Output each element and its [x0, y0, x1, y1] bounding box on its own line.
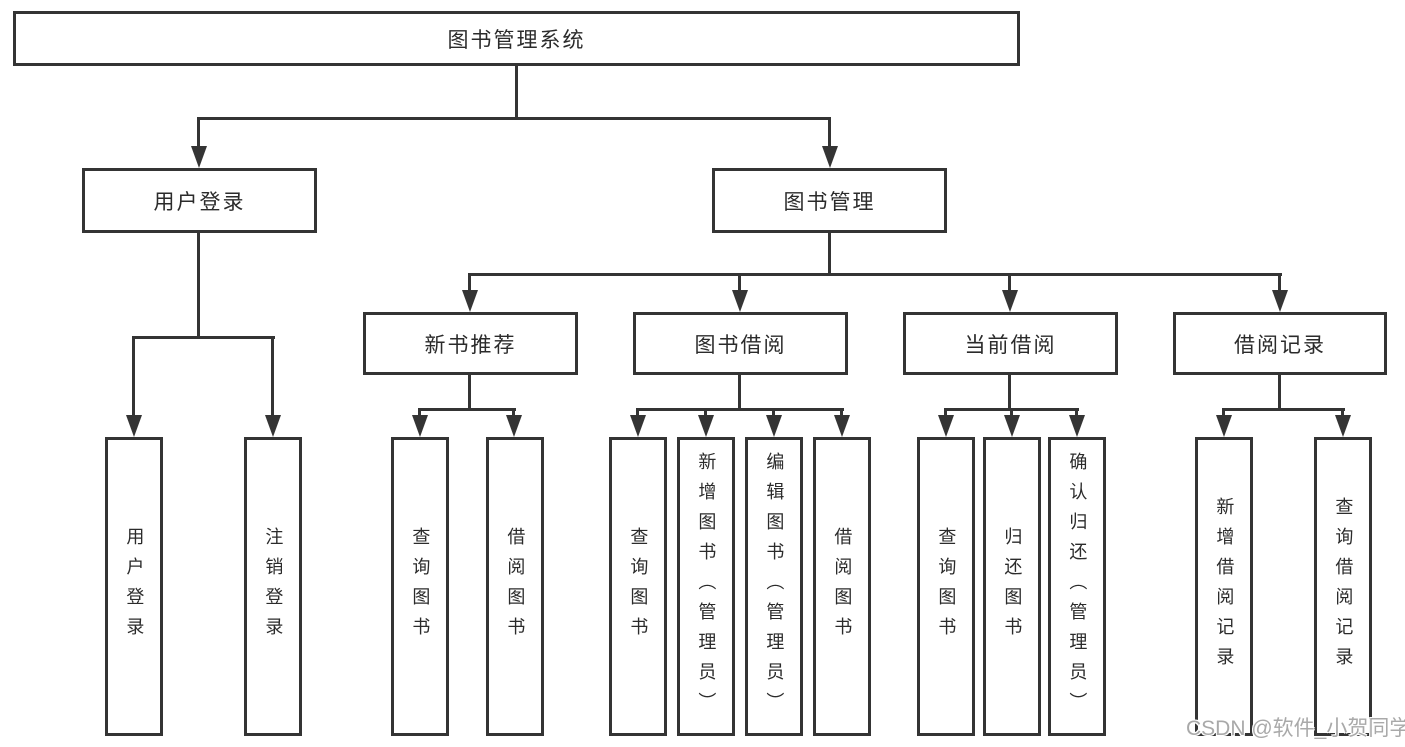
csdn-watermark: CSDN @软件_小贺同学: [1186, 717, 1405, 740]
arrow-to-leaf-newbook-query: [412, 415, 428, 437]
leaf-newbook-borrow-label: 借阅图书: [505, 526, 526, 647]
arrow-to-leaf-borrow-query: [630, 415, 646, 437]
arrow-to-leaf-current-return: [1004, 415, 1020, 437]
leaf-borrow-edit-admin: 编辑图书（管理员）: [745, 437, 803, 736]
node-book-borrow: 图书借阅: [633, 312, 848, 375]
connector-bookborrow-stem-1: [636, 408, 639, 417]
arrow-to-leaf-borrow-add: [698, 415, 714, 437]
arrow-to-book-borrow: [732, 290, 748, 312]
connector-bookmgmt-stem-4: [1278, 273, 1281, 291]
leaf-borrow-add-admin-label: 新增图书（管理员）: [696, 451, 717, 722]
arrow-to-leaf-logout: [265, 415, 281, 437]
node-user-login: 用户登录: [82, 168, 317, 233]
node-root-label: 图书管理系统: [447, 28, 586, 52]
connector-bookborrow-hline: [636, 408, 844, 411]
leaf-borrow-query: 查询图书: [609, 437, 667, 736]
leaf-newbook-borrow: 借阅图书: [486, 437, 544, 736]
node-current-borrow: 当前借阅: [903, 312, 1118, 375]
leaf-current-query: 查询图书: [917, 437, 975, 736]
node-new-book-recommend: 新书推荐: [363, 312, 578, 375]
connector-bookborrow-stem-3: [772, 408, 775, 417]
connector-bookborrow-stem-4: [840, 408, 843, 417]
node-book-management-label: 图书管理: [783, 190, 876, 214]
connector-bookmgmt-hline: [468, 273, 1282, 276]
connector-newbook-stem-1: [418, 408, 421, 417]
arrow-to-borrow-record: [1272, 290, 1288, 312]
connector-bookmgmt-stem-1: [468, 273, 471, 291]
arrow-to-book-management: [822, 146, 838, 168]
node-book-borrow-label: 图书借阅: [694, 333, 787, 357]
leaf-current-confirm-admin-label: 确认归还（管理员）: [1067, 451, 1088, 722]
arrow-to-leaf-current-query: [938, 415, 954, 437]
connector-newbook-vline: [468, 375, 471, 408]
leaf-current-query-label: 查询图书: [936, 526, 957, 647]
leaf-borrow-edit-admin-label: 编辑图书（管理员）: [764, 451, 785, 722]
leaf-record-add: 新增借阅记录: [1195, 437, 1253, 736]
arrow-to-leaf-borrow-edit: [766, 415, 782, 437]
leaf-current-return: 归还图书: [983, 437, 1041, 736]
leaf-borrow-borrow: 借阅图书: [813, 437, 871, 736]
connector-root-right-stem: [828, 117, 831, 148]
connector-currentborrow-stem-2: [1010, 408, 1013, 417]
leaf-borrow-add-admin: 新增图书（管理员）: [677, 437, 735, 736]
connector-newbook-hline: [418, 408, 516, 411]
node-user-login-label: 用户登录: [153, 190, 246, 214]
connector-userlogin-vline: [197, 233, 200, 336]
leaf-user-login: 用户登录: [105, 437, 163, 736]
leaf-user-login-label: 用户登录: [124, 526, 145, 647]
connector-userlogin-right-stem: [271, 336, 274, 417]
connector-root-hline: [197, 117, 831, 120]
node-new-book-recommend-label: 新书推荐: [424, 333, 517, 357]
arrow-to-leaf-record-query: [1335, 415, 1351, 437]
arrow-to-current-borrow: [1002, 290, 1018, 312]
leaf-borrow-borrow-label: 借阅图书: [832, 526, 853, 647]
leaf-newbook-query: 查询图书: [391, 437, 449, 736]
connector-borrowrecord-hline: [1222, 408, 1345, 411]
connector-currentborrow-vline: [1008, 375, 1011, 408]
connector-userlogin-hline: [132, 336, 275, 339]
node-book-management: 图书管理: [712, 168, 947, 233]
node-borrow-record: 借阅记录: [1173, 312, 1387, 375]
arrow-to-user-login: [191, 146, 207, 168]
connector-currentborrow-stem-3: [1075, 408, 1078, 417]
arrow-to-leaf-borrow-borrow: [834, 415, 850, 437]
connector-bookborrow-vline: [738, 375, 741, 408]
leaf-newbook-query-label: 查询图书: [410, 526, 431, 647]
connector-borrowrecord-stem-2: [1341, 408, 1344, 417]
node-current-borrow-label: 当前借阅: [964, 333, 1057, 357]
connector-newbook-stem-2: [512, 408, 515, 417]
connector-userlogin-left-stem: [132, 336, 135, 417]
leaf-record-query-label: 查询借阅记录: [1333, 496, 1354, 677]
leaf-logout: 注销登录: [244, 437, 302, 736]
leaf-current-return-label: 归还图书: [1002, 526, 1023, 647]
leaf-borrow-query-label: 查询图书: [628, 526, 649, 647]
connector-currentborrow-stem-1: [944, 408, 947, 417]
arrow-to-leaf-newbook-borrow: [506, 415, 522, 437]
leaf-current-confirm-admin: 确认归还（管理员）: [1048, 437, 1106, 736]
leaf-record-add-label: 新增借阅记录: [1214, 496, 1235, 677]
connector-bookmgmt-stem-2: [738, 273, 741, 291]
leaf-logout-label: 注销登录: [263, 526, 284, 647]
arrow-to-leaf-current-confirm: [1069, 415, 1085, 437]
arrow-to-leaf-record-add: [1216, 415, 1232, 437]
arrow-to-new-book-recommend: [462, 290, 478, 312]
connector-root-left-stem: [197, 117, 200, 148]
node-root: 图书管理系统: [13, 11, 1020, 66]
connector-bookborrow-stem-2: [704, 408, 707, 417]
connector-bookmgmt-vline: [828, 233, 831, 273]
node-borrow-record-label: 借阅记录: [1234, 333, 1326, 357]
arrow-to-leaf-user-login: [126, 415, 142, 437]
connector-borrowrecord-stem-1: [1222, 408, 1225, 417]
connector-root-vline: [515, 66, 518, 117]
leaf-record-query: 查询借阅记录: [1314, 437, 1372, 736]
connector-borrowrecord-vline: [1278, 375, 1281, 408]
connector-bookmgmt-stem-3: [1008, 273, 1011, 291]
